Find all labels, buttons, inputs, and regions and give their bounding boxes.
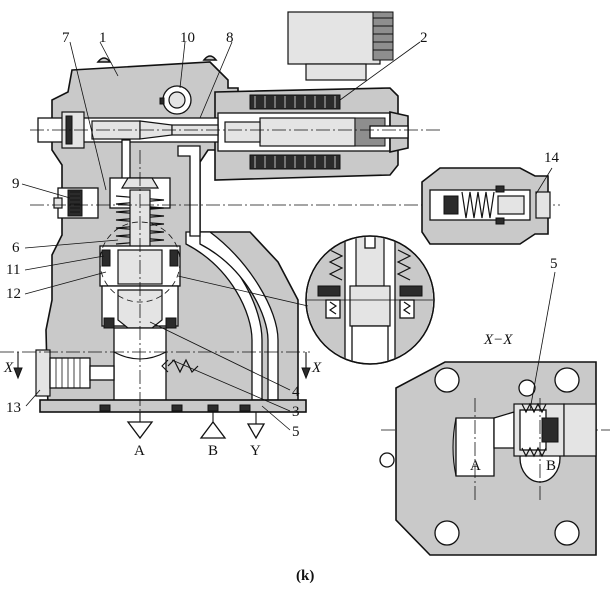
- port-arrows: A B Y: [126, 412, 266, 459]
- port-y-label: Y: [250, 443, 261, 459]
- section-title: X−X: [483, 332, 513, 348]
- main-spring: [115, 195, 165, 245]
- port-b-label: B: [208, 443, 218, 459]
- section-port-b-label: B: [546, 458, 556, 474]
- orifice-plug-left: [53, 187, 99, 219]
- callout-13: 13: [6, 400, 21, 416]
- callout-12: 12: [6, 286, 21, 302]
- callout-1: 1: [99, 30, 107, 46]
- callout-2: 2: [420, 30, 428, 46]
- callout-9: 9: [12, 176, 20, 192]
- callout-11: 11: [6, 262, 20, 278]
- solenoid-assembly: [214, 11, 409, 181]
- check-valve-symbol: [161, 358, 199, 374]
- oil-passages: [177, 145, 279, 401]
- coil-hatch: [254, 96, 336, 168]
- callout-8: 8: [226, 30, 234, 46]
- callout-4: 4: [292, 384, 300, 400]
- callout-7: 7: [62, 30, 70, 46]
- section-port-a-label: A: [470, 458, 481, 474]
- callout-10: 10: [180, 30, 195, 46]
- callout-5-section: 5: [550, 256, 558, 272]
- figure-caption: (k): [296, 568, 314, 584]
- plug-13: [35, 349, 115, 397]
- detail-14-view: [421, 167, 551, 245]
- section-mark-left: X: [3, 360, 14, 376]
- section-marks: X X: [3, 352, 322, 380]
- magnified-detail: [99, 221, 435, 365]
- leader-lines: [21, 41, 556, 431]
- section-mark-right: X: [311, 360, 322, 376]
- callout-5: 5: [292, 424, 300, 440]
- port-a-label: A: [134, 443, 145, 459]
- callout-6: 6: [12, 240, 20, 256]
- callout-14: 14: [544, 150, 560, 166]
- section-xx-view: A B X−X: [379, 332, 597, 556]
- callout-3: 3: [292, 404, 300, 420]
- callout-numbers: 1 7 10 8 2 9 14 6 11 12 5 4 3 5 13: [6, 30, 560, 440]
